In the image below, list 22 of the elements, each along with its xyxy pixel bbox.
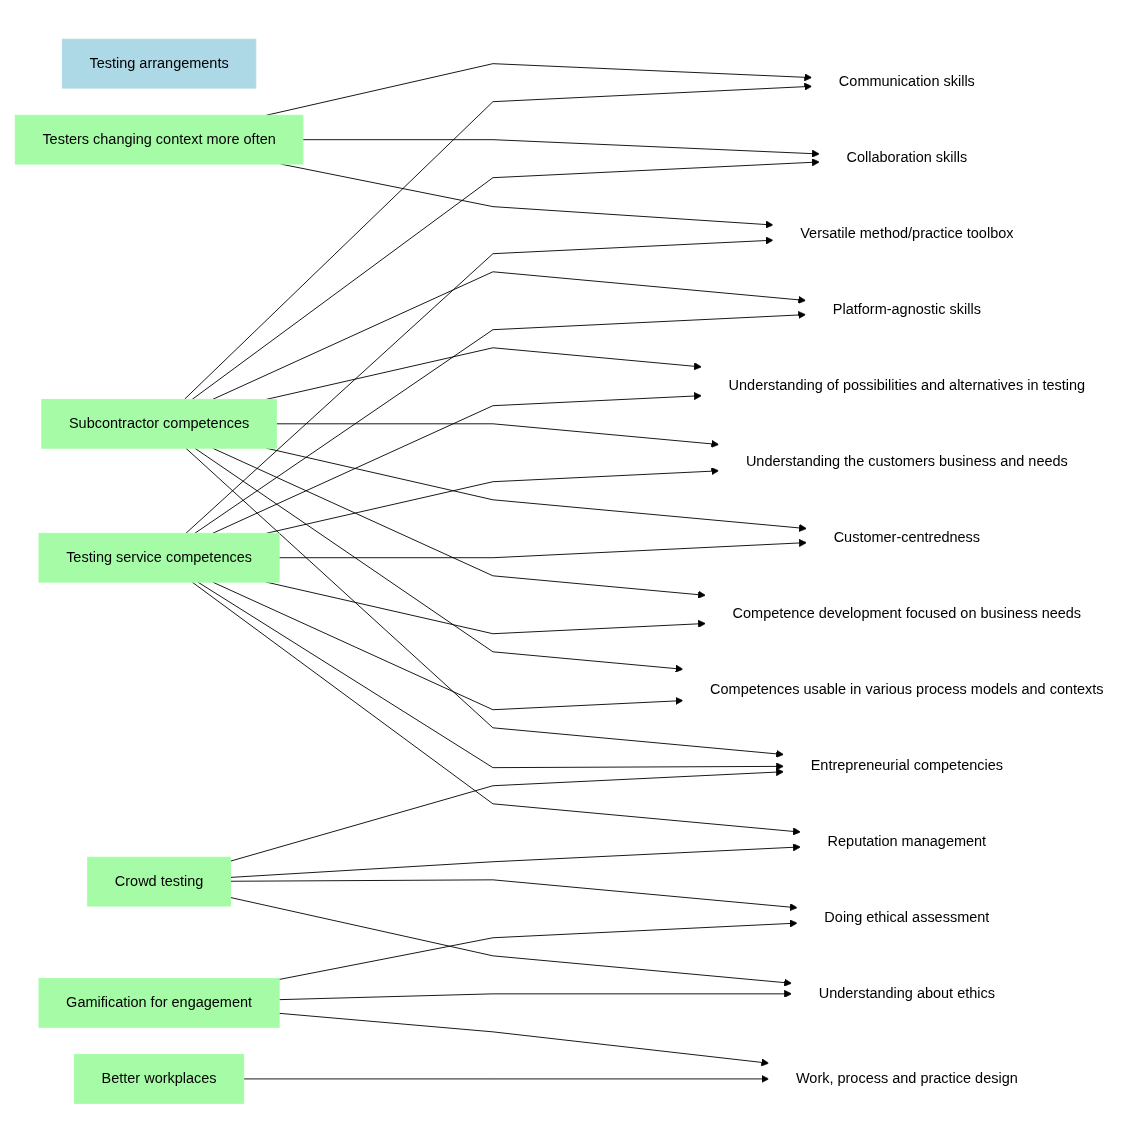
node-text: Collaboration skills bbox=[846, 149, 968, 165]
node-text: Understanding the customers business and needs bbox=[745, 453, 1068, 469]
node-box bbox=[41, 398, 277, 449]
node-box bbox=[38, 532, 280, 583]
node-text: Communication skills bbox=[838, 73, 975, 89]
node-box bbox=[73, 1053, 245, 1104]
node-box bbox=[38, 977, 280, 1028]
flowchart: Testing arrangements Communication skills Testers changing context more often Collaboration skills Versatile method/practice toolbox Platform-agnostic skills Understanding of possibilities and alternatives in testing Subcontractor competences Understanding the customers business and needs Customer-centredness Testing service competences Competence development focused on business needs Competences usable in various process models and contexts Entrepreneurial competencies Reputation management Crowd testing Doing ethical assessment Understanding about ethics Gamification for engagement Better workplaces Work, process and practice design bbox=[8, 31, 1138, 1111]
node-text: Understanding about ethics bbox=[818, 985, 995, 1001]
node-text: Doing ethical assessment bbox=[824, 909, 990, 925]
node-text: Versatile method/practice toolbox bbox=[800, 225, 1014, 241]
node-text: Work, process and practice design bbox=[795, 1070, 1018, 1086]
node-text: Competence development focused on business needs bbox=[732, 605, 1082, 621]
node-box bbox=[61, 38, 257, 89]
node-text: Reputation management bbox=[827, 833, 987, 849]
node-text: Competences usable in various process models and contexts bbox=[710, 681, 1104, 697]
node-text: Customer-centredness bbox=[833, 529, 981, 545]
node-text: Platform-agnostic skills bbox=[832, 301, 981, 317]
node-text: Understanding of possibilities and alternatives in testing bbox=[728, 377, 1086, 393]
node-box bbox=[87, 856, 231, 907]
node-text: Entrepreneurial competencies bbox=[810, 757, 1004, 773]
node-box bbox=[14, 114, 304, 165]
